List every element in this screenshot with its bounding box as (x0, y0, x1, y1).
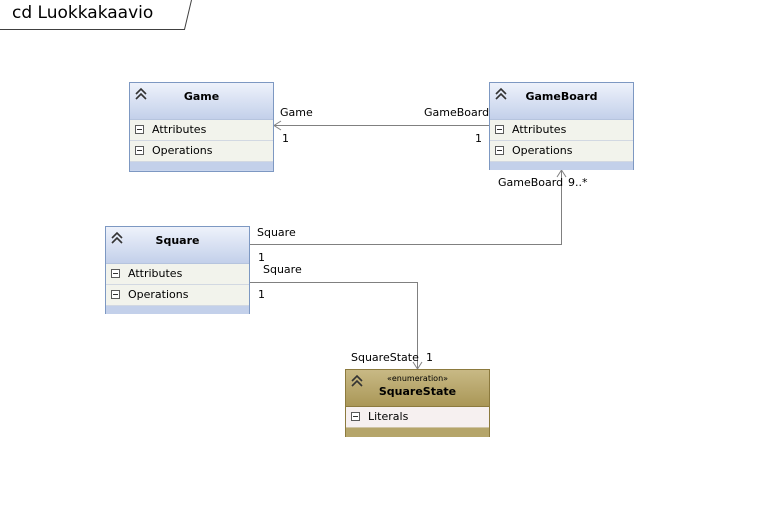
collapse-chevron-icon[interactable] (110, 231, 126, 245)
compartment-label: Literals (368, 410, 409, 423)
compartment-label: Attributes (512, 123, 567, 136)
compartment-label: Operations (128, 288, 189, 301)
enumeration-name: SquareState (378, 385, 457, 398)
collapse-chevron-icon[interactable] (350, 374, 366, 388)
collapse-minus-icon[interactable] (135, 125, 144, 134)
multiplicity-gameboard: 1 (475, 132, 482, 145)
class-game[interactable]: Game Attributes Operations (129, 82, 274, 172)
role-label-square: Square (263, 263, 302, 276)
class-square[interactable]: Square Attributes Operations (105, 226, 250, 314)
multiplicity-game: 1 (282, 132, 289, 145)
attributes-compartment[interactable]: Attributes (130, 120, 273, 141)
enumeration-footer (346, 428, 489, 437)
role-label-squarestate: SquareState (351, 351, 419, 364)
compartment-label: Operations (152, 144, 213, 157)
class-footer (490, 162, 633, 170)
collapse-minus-icon[interactable] (351, 412, 360, 421)
class-header: Square (106, 227, 249, 264)
class-header: GameBoard (490, 83, 633, 120)
compartment-label: Operations (512, 144, 573, 157)
class-gameboard[interactable]: GameBoard Attributes Operations (489, 82, 634, 170)
compartment-label: Attributes (152, 123, 207, 136)
multiplicity-gameboard: 9..* (568, 176, 588, 189)
role-label-gameboard: GameBoard (424, 106, 490, 119)
collapse-minus-icon[interactable] (111, 269, 120, 278)
role-label-game: Game (280, 106, 313, 119)
operations-compartment[interactable]: Operations (490, 141, 633, 162)
collapse-minus-icon[interactable] (495, 146, 504, 155)
arrowhead-to-game (273, 120, 282, 131)
association-line-square-squarestate (249, 282, 418, 369)
attributes-compartment[interactable]: Attributes (106, 264, 249, 285)
collapse-minus-icon[interactable] (135, 146, 144, 155)
class-header: Game (130, 83, 273, 120)
diagram-frame-title: cd Luokkakaavio (12, 3, 154, 23)
multiplicity-square: 1 (258, 288, 265, 301)
collapse-minus-icon[interactable] (111, 290, 120, 299)
arrowhead-to-gameboard (556, 169, 567, 178)
compartment-label: Attributes (128, 267, 183, 280)
class-footer (106, 306, 249, 314)
class-footer (130, 162, 273, 170)
operations-compartment[interactable]: Operations (106, 285, 249, 306)
collapse-minus-icon[interactable] (495, 125, 504, 134)
collapse-chevron-icon[interactable] (494, 87, 510, 101)
enumeration-header: «enumeration» SquareState (346, 370, 489, 407)
attributes-compartment[interactable]: Attributes (490, 120, 633, 141)
role-label-square: Square (257, 226, 296, 239)
frame-tab-outline (0, 0, 192, 30)
enumeration-stereotype: «enumeration» (386, 374, 449, 383)
multiplicity-square: 1 (258, 251, 265, 264)
class-name: Game (183, 90, 220, 103)
class-name: Square (155, 234, 200, 247)
operations-compartment[interactable]: Operations (130, 141, 273, 162)
multiplicity-squarestate: 1 (426, 351, 433, 364)
class-name: GameBoard (525, 90, 598, 103)
association-line-gameboard-square (249, 170, 562, 245)
enumeration-squarestate[interactable]: «enumeration» SquareState Literals (345, 369, 490, 437)
collapse-chevron-icon[interactable] (134, 87, 150, 101)
literals-compartment[interactable]: Literals (346, 407, 489, 428)
role-label-gameboard: GameBoard (498, 176, 564, 189)
